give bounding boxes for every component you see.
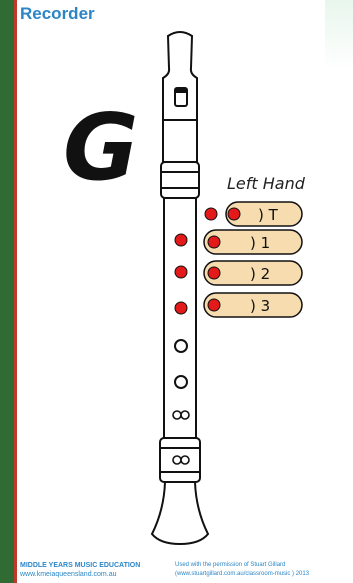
finger-row-thumb: ) T — [226, 202, 302, 226]
thumb-hole-covered — [205, 208, 217, 220]
hole-2-covered — [175, 266, 187, 278]
finger-row-2: ) 2 — [204, 261, 302, 285]
finger-label-2: ) 2 — [250, 265, 270, 283]
finger-label-1: ) 1 — [250, 234, 270, 252]
finger-row-3: ) 3 — [204, 293, 302, 317]
hole-1-covered — [175, 234, 187, 246]
finger-label-3: ) 3 — [250, 297, 270, 315]
finger-row-1: ) 1 — [204, 230, 302, 254]
hole-3-covered — [175, 302, 187, 314]
finger-label-thumb: ) T — [258, 206, 279, 224]
recorder-body — [152, 32, 208, 544]
